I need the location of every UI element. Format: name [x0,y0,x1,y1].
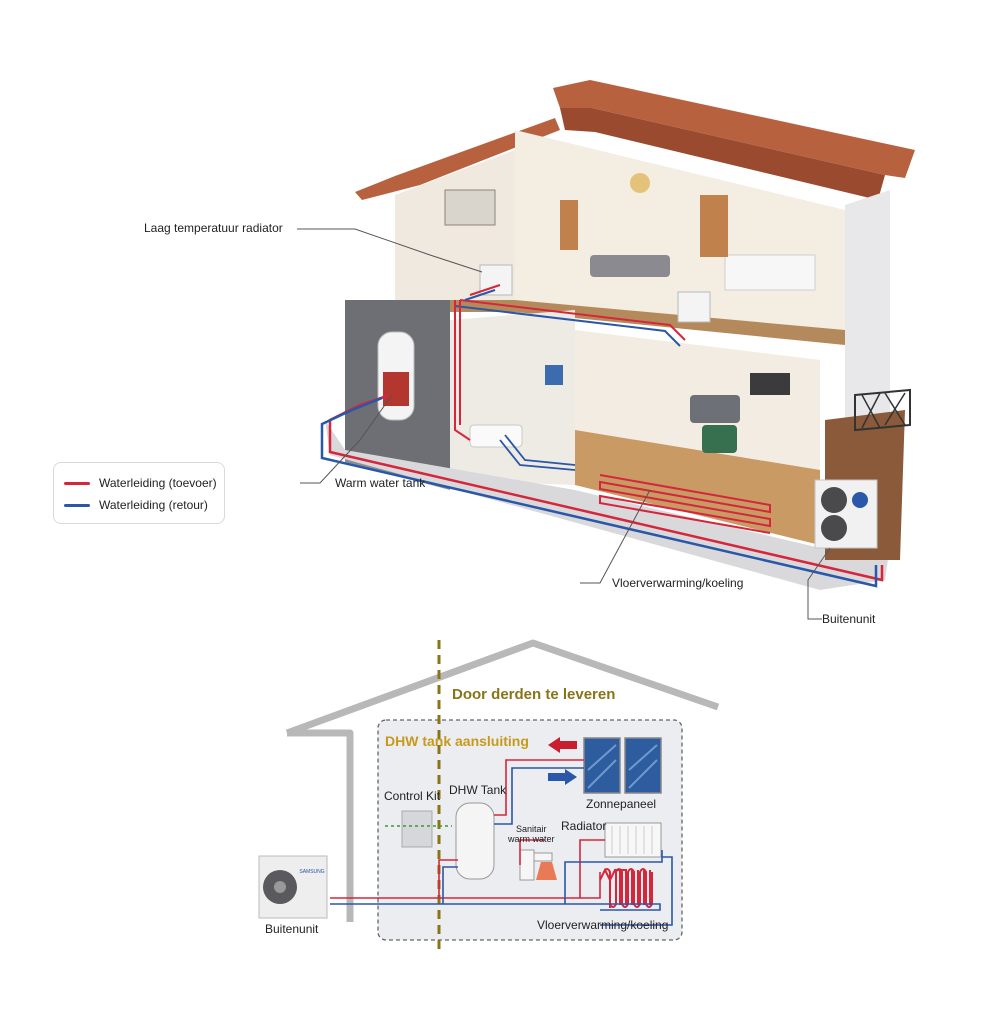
radiator-icon [604,822,662,858]
arrow-right-icon [548,769,577,785]
label-outdoor-unit-schematic: Buitenunit [265,922,319,936]
schematic-supply-pipe [330,759,605,899]
label-dhw-tank: DHW Tank [449,783,507,797]
leader-tank [300,394,393,484]
control-kit-icon [401,810,433,848]
label-third-party: Door derden te leveren [452,686,616,703]
label-control-kit: Control Kit [384,789,441,803]
faucet-icon [519,849,557,881]
leader-floor [580,489,651,584]
legend: Waterleiding (toevoer) Waterleiding (ret… [53,462,225,524]
brand-logo: SAMSUNG [299,869,324,875]
house-illustration [297,80,915,620]
floor-heating-coil [599,474,771,534]
leader-radiator [297,228,483,273]
label-outdoor-unit: Buitenunit [822,612,876,626]
label-sanitary-1: Sanitair [516,824,547,834]
label-floor-heating: Vloerverwarming/koeling [612,576,744,590]
supply-line-swatch [64,481,90,485]
schematic-return-pipe [330,767,673,926]
bathroom [450,310,575,485]
dhw-tank-icon [455,802,495,880]
label-dhw-connection: DHW tank aansluiting [385,733,529,749]
label-sanitary-2: warm water [508,834,555,844]
label-solar-panel: Zonnepaneel [586,797,657,811]
label-warm-water-tank: Warm water tank [335,476,426,490]
outdoor-unit-icon [258,855,328,919]
outdoor-unit-illustration [814,479,878,549]
roof [553,80,915,178]
legend-return: Waterleiding (retour) [64,497,208,513]
label-radiator-schematic: Radiator [561,819,607,833]
supply-pipe-main [328,393,884,582]
label-floor-heating-schematic: Vloerverwarming/koeling [537,918,669,932]
leader-outdoor [807,547,831,620]
legend-supply-label: Waterleiding (toevoer) [99,476,217,490]
return-line-swatch [64,503,90,507]
arrow-left-icon [548,737,577,753]
solar-panel-icon [583,737,662,794]
left-roof [355,118,560,200]
house-outline [285,639,720,922]
return-pipe-main [320,396,878,588]
legend-return-label: Waterleiding (retour) [99,498,208,512]
legend-supply: Waterleiding (toevoer) [64,475,217,491]
label-radiator: Laag temperatuur radiator [144,221,283,235]
schematic-diagram: SAMSUNG [258,639,720,955]
